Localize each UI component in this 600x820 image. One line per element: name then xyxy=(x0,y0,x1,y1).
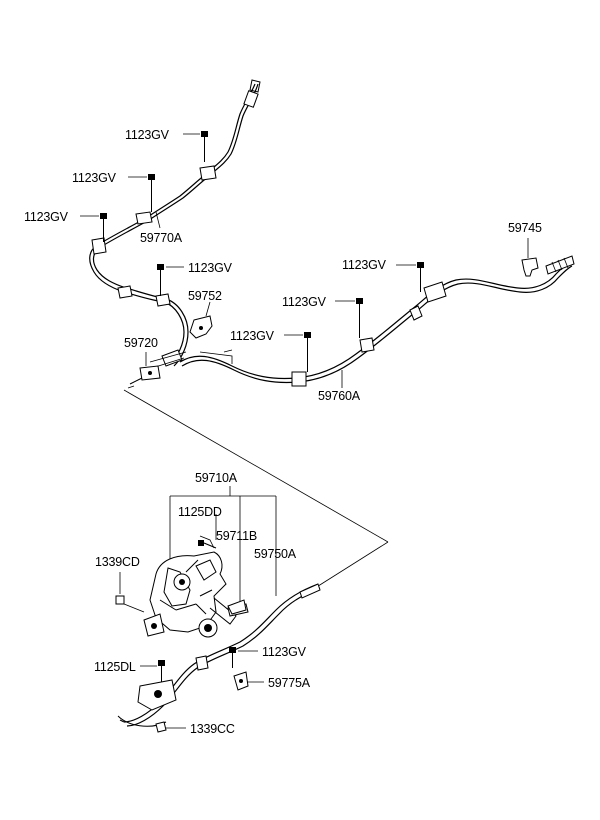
label-1123gv: 1123GV xyxy=(230,329,275,343)
label-59710a: 59710A xyxy=(195,471,238,485)
bracket-59775a-drawing xyxy=(233,671,249,691)
bolt-icon xyxy=(356,298,363,338)
label-1339cc: 1339CC xyxy=(190,722,235,736)
equalizer-59720-drawing xyxy=(127,352,161,389)
bolt-icon xyxy=(417,262,424,292)
label-59720: 59720 xyxy=(124,336,158,350)
bolt-icon xyxy=(304,332,311,372)
label-1123gv: 1123GV xyxy=(282,295,327,309)
bolt-icon xyxy=(229,647,236,668)
label-59711b: 59711B xyxy=(216,529,257,543)
label-1123gv: 1123GV xyxy=(262,645,307,659)
bracket-59752-drawing xyxy=(189,301,213,339)
label-59775a: 59775A xyxy=(268,676,311,690)
label-1123gv: 1123GV xyxy=(125,128,170,142)
label-1123gv: 1123GV xyxy=(342,258,387,272)
label-59750a: 59750A xyxy=(254,547,297,561)
label-59760a: 59760A xyxy=(318,389,361,403)
label-59770a: 59770A xyxy=(140,231,183,245)
bolt-icon xyxy=(201,131,208,162)
label-1123gv: 1123GV xyxy=(188,261,233,275)
label-59752: 59752 xyxy=(188,289,222,303)
label-1125dd: 1125DD xyxy=(178,505,222,519)
lever-assembly-drawing xyxy=(143,486,277,638)
bolt-icon xyxy=(157,264,164,296)
clip-1339cd-drawing xyxy=(115,595,145,613)
label-1123gv: 1123GV xyxy=(24,210,69,224)
bracket-1125dl-drawing xyxy=(137,679,177,711)
cable-59760a-drawing xyxy=(179,255,575,387)
leader-lines xyxy=(80,133,416,729)
cable-59770a-drawing xyxy=(89,79,261,369)
clip-1339cc-drawing xyxy=(155,721,167,733)
bolt-icon xyxy=(100,213,107,242)
label-1125dl: 1125DL xyxy=(94,660,136,674)
label-1339cd: 1339CD xyxy=(95,555,140,569)
bolt-icon xyxy=(148,174,155,212)
part-labels: 1123GV 1123GV 1123GV 59770A 59745 1123GV… xyxy=(24,128,542,736)
label-59745: 59745 xyxy=(508,221,542,235)
label-1123gv: 1123GV xyxy=(72,171,117,185)
clip-59745-drawing xyxy=(521,238,539,277)
